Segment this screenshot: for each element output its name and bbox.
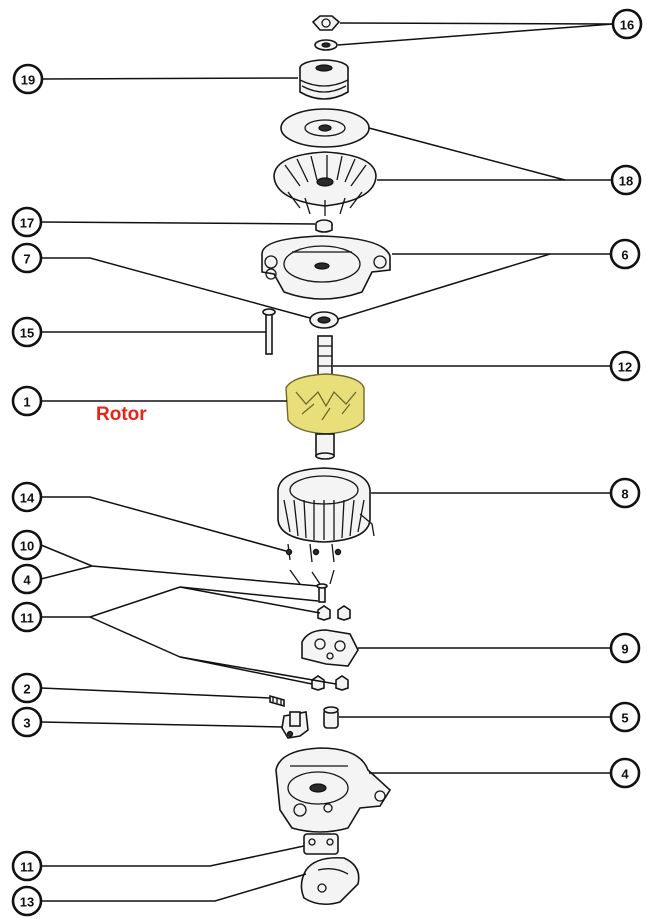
- part-capacitor: [323, 706, 339, 729]
- callout-19: 19: [12, 63, 44, 95]
- svg-text:4: 4: [23, 573, 31, 588]
- part-insulators-upper: [317, 605, 351, 621]
- callout-4-lower: 4: [609, 757, 641, 789]
- svg-text:12: 12: [618, 360, 632, 375]
- callout-11-upper: 11: [11, 601, 43, 633]
- part-heat-sink: [301, 629, 359, 667]
- part-fan: [273, 151, 377, 216]
- part-pulley: [299, 59, 349, 100]
- svg-text:11: 11: [20, 611, 34, 626]
- svg-text:17: 17: [20, 216, 34, 231]
- part-cover: [300, 856, 360, 906]
- svg-text:4: 4: [621, 767, 629, 782]
- callout-10: 10: [11, 529, 43, 561]
- svg-text:1: 1: [23, 395, 30, 410]
- svg-text:13: 13: [20, 895, 34, 910]
- callout-4-upper: 4: [11, 563, 43, 595]
- svg-text:14: 14: [20, 491, 35, 506]
- callout-14: 14: [11, 481, 43, 513]
- callout-9: 9: [609, 632, 641, 664]
- callout-2: 2: [11, 672, 43, 704]
- part-brush-holder: [281, 711, 309, 739]
- part-through-bolt: [262, 308, 276, 355]
- svg-text:10: 10: [20, 539, 34, 554]
- svg-text:18: 18: [619, 174, 633, 189]
- part-stator: [277, 467, 375, 543]
- part-insulators-middle: [311, 675, 349, 691]
- svg-text:6: 6: [621, 248, 628, 263]
- callout-15: 15: [11, 316, 43, 348]
- part-shaft: [317, 335, 333, 379]
- callout-8: 8: [609, 477, 641, 509]
- svg-text:8: 8: [621, 487, 628, 502]
- part-spacer: [315, 219, 333, 233]
- callout-17: 17: [11, 206, 43, 238]
- svg-text:16: 16: [620, 18, 634, 33]
- svg-text:5: 5: [621, 711, 628, 726]
- part-screws: [316, 583, 328, 603]
- svg-text:9: 9: [621, 642, 628, 657]
- callout-12: 12: [609, 350, 641, 382]
- svg-text:2: 2: [23, 682, 30, 697]
- part-insulator-plate: [303, 833, 339, 855]
- callout-7: 7: [11, 242, 43, 274]
- svg-text:7: 7: [23, 252, 30, 267]
- callout-3: 3: [11, 706, 43, 738]
- svg-text:3: 3: [23, 716, 30, 731]
- part-fan-shield: [280, 108, 370, 148]
- leader-lines: [40, 22, 614, 902]
- part-nut-washer: [311, 15, 341, 51]
- part-screw: [269, 694, 285, 708]
- part-bearing: [309, 311, 339, 329]
- callout-13: 13: [11, 885, 43, 917]
- part-drive-end-frame: [261, 235, 391, 300]
- callout-16: 16: [611, 8, 643, 40]
- part-diode-leads: [285, 543, 342, 585]
- part-rotor: [285, 373, 365, 460]
- callout-5: 5: [609, 701, 641, 733]
- callout-1: 1: [11, 385, 43, 417]
- svg-text:19: 19: [21, 73, 35, 88]
- rotor-label: Rotor: [96, 404, 147, 425]
- callout-18: 18: [610, 164, 642, 196]
- svg-text:15: 15: [20, 326, 34, 341]
- callout-11-lower: 11: [11, 850, 43, 882]
- callout-6: 6: [609, 238, 641, 270]
- part-slip-ring-end-frame: [275, 747, 392, 833]
- svg-text:11: 11: [20, 860, 34, 875]
